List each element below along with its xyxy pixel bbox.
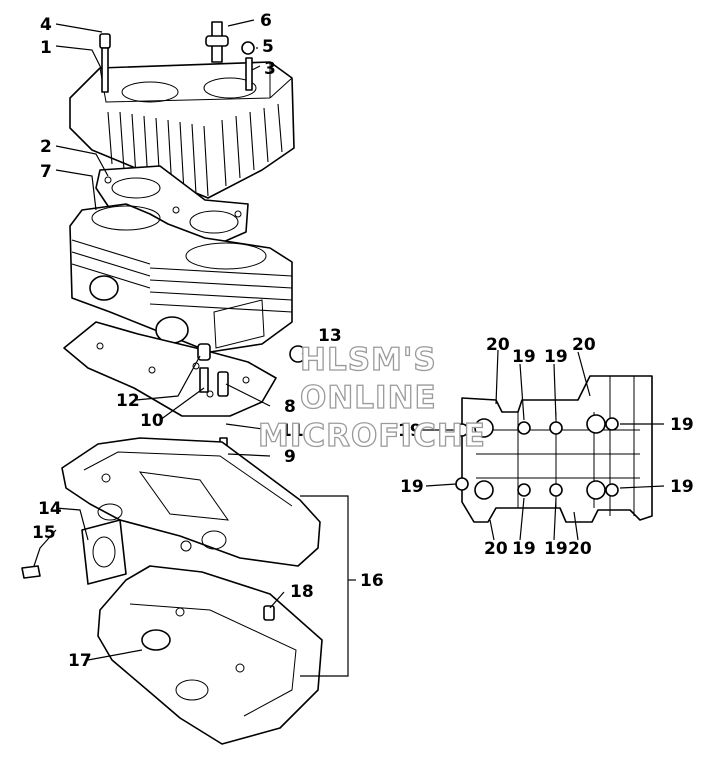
callout-20-bottom-right: 20 xyxy=(568,539,592,559)
callout-19-top-right: 19 xyxy=(544,347,568,367)
watermark: HLSM'S ONLINE MICROFICHE xyxy=(257,341,486,454)
fitting-18 xyxy=(263,605,275,621)
callout-11: 11 xyxy=(280,421,304,441)
crankcase-top-view xyxy=(455,375,653,523)
upper-crankcase xyxy=(61,437,321,567)
callout-9: 9 xyxy=(284,447,296,467)
cylinder-block xyxy=(69,203,293,353)
callout-18: 18 xyxy=(290,582,314,602)
callout-19-left-upper: 19 xyxy=(398,421,422,441)
callout-15: 15 xyxy=(32,523,56,543)
callout-19-bottom-right: 19 xyxy=(544,539,568,559)
watermark-line-2: ONLINE xyxy=(300,380,437,416)
callout-1: 1 xyxy=(40,38,52,58)
watermark-line-1: HLSM'S xyxy=(300,342,437,378)
callout-17: 17 xyxy=(68,651,92,671)
callout-20-bottom-left: 20 xyxy=(484,539,508,559)
callout-8: 8 xyxy=(284,397,296,417)
callout-20-top-left: 20 xyxy=(486,335,510,355)
cylinder-head xyxy=(69,61,295,199)
callout-16: 16 xyxy=(360,571,384,591)
callout-20-top-right: 20 xyxy=(572,335,596,355)
callout-12: 12 xyxy=(116,391,140,411)
callout-6: 6 xyxy=(260,11,272,31)
callout-10: 10 xyxy=(140,411,164,431)
head-gasket xyxy=(95,165,249,247)
callout-2: 2 xyxy=(40,137,52,157)
callout-7: 7 xyxy=(40,162,52,182)
intake-flange xyxy=(21,519,127,585)
callout-4: 4 xyxy=(40,15,52,35)
callout-3: 3 xyxy=(264,59,276,79)
callout-19-right-lower: 19 xyxy=(670,477,694,497)
callout-19-left-lower: 19 xyxy=(400,477,424,497)
callout-5: 5 xyxy=(262,37,274,57)
callout-labels: 4 1 6 5 3 2 7 13 12 8 10 11 9 14 15 16 1… xyxy=(32,11,694,671)
nut-13 xyxy=(289,345,307,363)
lower-crankcase xyxy=(97,565,323,745)
callout-19-bottom-left: 19 xyxy=(512,539,536,559)
callout-13: 13 xyxy=(318,326,342,346)
callout-19-right-upper: 19 xyxy=(670,415,694,435)
callout-19-top-left: 19 xyxy=(512,347,536,367)
callout-14: 14 xyxy=(38,499,62,519)
leader-lines xyxy=(33,19,665,677)
watermark-line-3: MICROFICHE xyxy=(258,418,486,454)
